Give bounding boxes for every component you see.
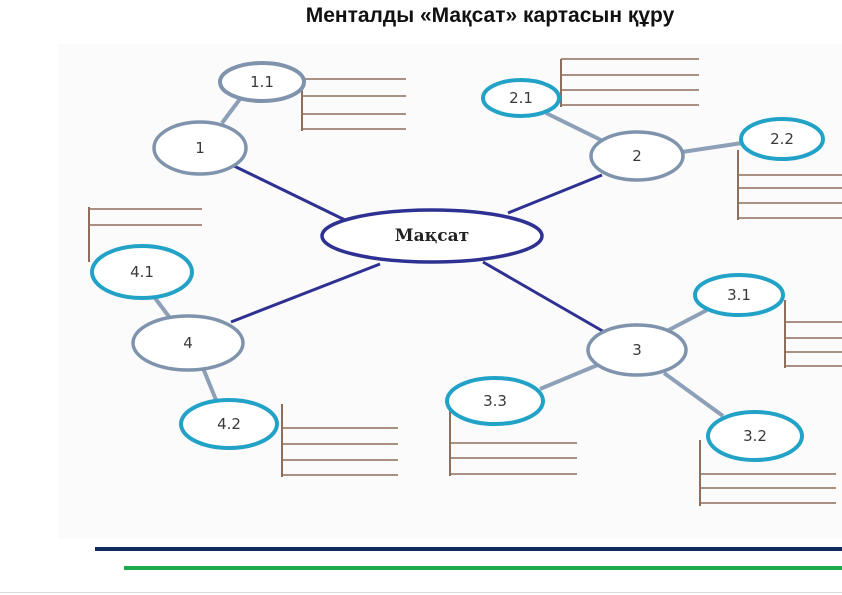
subnode-3-1-ellipse xyxy=(693,273,785,317)
divider-green xyxy=(124,566,842,570)
link-sub-1-1 xyxy=(220,97,242,125)
subnode-2-2-label: 2.2 xyxy=(770,130,794,148)
node-2-ellipse xyxy=(589,130,685,182)
node-3-label: 3 xyxy=(632,341,642,359)
center-ellipse xyxy=(320,208,544,264)
link-sub-2-1 xyxy=(545,111,604,143)
link-sub-3-3 xyxy=(539,362,601,391)
subnode-1-1-ellipse xyxy=(218,61,306,103)
node-4-ellipse xyxy=(131,314,245,372)
link-center-4 xyxy=(230,262,381,324)
link-sub-4-1 xyxy=(153,296,172,320)
subnode-2-1-label: 2.1 xyxy=(509,89,533,107)
subnode-3-2-label: 3.2 xyxy=(743,427,767,445)
node-1-ellipse xyxy=(152,120,248,176)
page-title: Ментaлды «Мақсат» картасын құру xyxy=(305,4,675,27)
subnode-3-3-label: 3.3 xyxy=(483,392,507,410)
subnode-3-3-ellipse xyxy=(445,376,545,426)
link-center-1 xyxy=(233,164,346,222)
page-bottom-border xyxy=(0,592,842,593)
divider-navy xyxy=(95,547,842,551)
subnode-4-1-ellipse xyxy=(90,244,194,300)
node-2-label: 2 xyxy=(632,147,642,165)
subnode-1-1-label: 1.1 xyxy=(250,73,274,91)
subnode-4-2-ellipse xyxy=(179,398,279,450)
link-center-3 xyxy=(482,260,607,335)
subnode-3-2-ellipse xyxy=(706,410,804,462)
subnode-4-1-label: 4.1 xyxy=(130,263,154,281)
subnode-2-2-ellipse xyxy=(739,117,825,161)
node-4-label: 4 xyxy=(183,334,193,352)
link-center-2 xyxy=(507,173,603,215)
subnode-3-1-label: 3.1 xyxy=(727,286,751,304)
link-sub-3-1 xyxy=(664,308,708,334)
link-sub-4-2 xyxy=(201,367,218,401)
link-sub-2-2 xyxy=(681,141,743,154)
node-1-label: 1 xyxy=(195,139,205,157)
subnode-4-2-label: 4.2 xyxy=(217,415,241,433)
center-label: Мақсат xyxy=(395,226,469,246)
subnode-2-1-ellipse xyxy=(481,78,561,118)
node-3-ellipse xyxy=(586,323,688,377)
link-sub-3-2 xyxy=(662,371,725,418)
